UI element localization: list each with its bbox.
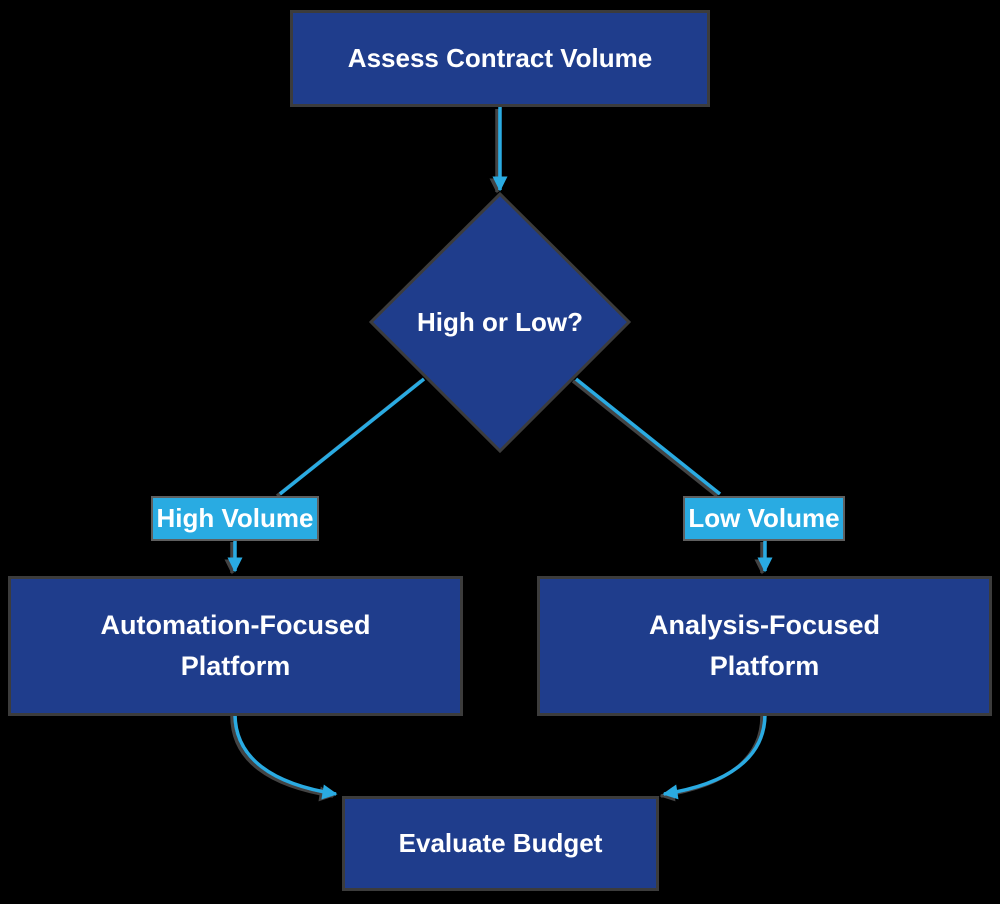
edge-label-low-volume: Low Volume xyxy=(683,496,845,541)
edge-label-high-volume: High Volume xyxy=(151,496,319,541)
node-assess-label: Assess Contract Volume xyxy=(347,43,653,73)
node-budget-label: Evaluate Budget xyxy=(398,828,603,858)
node-assess-contract-volume: Assess Contract Volume xyxy=(290,10,710,107)
node-automation-label-line2: Platform xyxy=(180,651,291,681)
edge-analysis-to-budget xyxy=(662,713,767,800)
node-automation-label-line1: Automation-Focused xyxy=(100,610,371,640)
edge-label-high-volume-text: High Volume xyxy=(156,503,314,533)
edge-automation-to-budget xyxy=(233,713,338,800)
node-automation-focused-platform: Automation-Focused Platform xyxy=(8,576,463,716)
node-evaluate-budget: Evaluate Budget xyxy=(342,796,659,891)
node-analysis-focused-platform: Analysis-Focused Platform xyxy=(537,576,992,716)
node-analysis-label-line1: Analysis-Focused xyxy=(648,610,881,640)
edge-label-low-volume-text: Low Volume xyxy=(688,503,840,533)
node-decision-label: High or Low? xyxy=(416,307,584,337)
node-decision: High or Low? xyxy=(371,194,629,451)
node-analysis-label-line2: Platform xyxy=(709,651,820,681)
